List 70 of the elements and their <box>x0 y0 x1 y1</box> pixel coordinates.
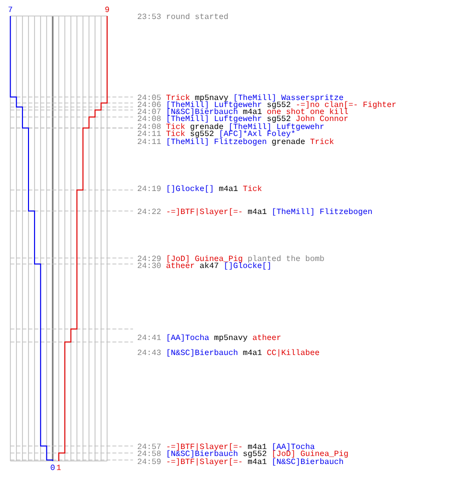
timestamp: 24:06 <box>138 102 161 108</box>
weapon-name: m4a1 <box>248 458 266 464</box>
player-name: Tick <box>166 130 185 136</box>
player-name: Tick <box>243 185 262 192</box>
weapon-name: ak47 <box>200 262 218 268</box>
weapon-name: sg552 <box>267 102 290 109</box>
timestamp: 24:41 <box>138 334 161 340</box>
player-name: -=]BTF|Slayer[=- <box>167 208 242 216</box>
timestamp: 24:29 <box>138 256 161 262</box>
player-name: [TheMill] Wasserspritze <box>234 94 344 102</box>
player-name: [N&SC]Bierbauch <box>168 108 238 116</box>
event-text: round started <box>166 13 228 20</box>
count-label: 0 <box>50 464 55 470</box>
count-label: 1 <box>56 464 61 470</box>
player-name: CC|Killabee <box>267 349 320 357</box>
weapon-name: m4a1 <box>248 208 266 214</box>
player-name: [TheMill] Flitzebogen <box>168 138 266 146</box>
timestamp: 24:43 <box>138 350 161 356</box>
player-name: atheer <box>252 334 280 340</box>
player-name: [AA]Tocha <box>273 443 315 451</box>
player-name: [AFC]*Axl <box>220 130 262 138</box>
player-name: -=]BTF|Slayer[=- <box>167 458 242 466</box>
player-name: [TheMill] Luftgewehr <box>168 115 262 123</box>
timestamp: 24:19 <box>138 186 161 192</box>
player-name: Trick <box>166 94 190 100</box>
event-text: planted the bomb <box>248 255 324 263</box>
timestamp: 24:05 <box>138 94 161 100</box>
weapon-name: m4a1 <box>219 186 238 192</box>
player-name: [TheMill] Luftgewehr <box>230 123 324 131</box>
player-name: []Glocke[] <box>168 185 212 193</box>
player-name: -=]BTF|Slayer[=- <box>167 443 242 451</box>
count-label: 9 <box>105 6 109 12</box>
player-name: [JoD] Guinea_Pig <box>168 255 242 263</box>
weapon-name: grenade <box>190 123 224 131</box>
timestamp: 24:57 <box>138 444 161 450</box>
timestamp: 24:11 <box>138 130 161 136</box>
player-name: one shot one kill <box>267 108 348 114</box>
weapon-name: m4a1 <box>243 350 262 356</box>
weapon-name: m4a1 <box>248 444 266 450</box>
player-name: atheer <box>166 262 194 268</box>
weapon-name: sg552 <box>190 130 214 138</box>
player-name: [N&SC]Bierbauch <box>168 349 238 357</box>
weapon-name: sg552 <box>243 450 266 458</box>
weapon-name: sg552 <box>267 116 290 123</box>
weapon-name: mp5navy <box>195 94 228 102</box>
count-label: 7 <box>8 6 12 12</box>
player-name: []Glocke[] <box>225 262 270 270</box>
weapon-name: mp5navy <box>214 334 248 342</box>
player-name: [AA]Tocha <box>168 334 209 342</box>
player-name: Foley* <box>268 130 295 138</box>
weapon-name: grenade <box>272 138 305 146</box>
timestamp: 24:08 <box>138 124 161 130</box>
timestamp: 24:07 <box>138 108 161 114</box>
player-name: [JoD] Guinea_Pig <box>273 450 348 458</box>
player-name: -=]no clan[=- Fighter <box>296 101 396 109</box>
player-name: [TheMill] Flitzebogen <box>273 208 372 216</box>
timestamp: 23:53 <box>138 14 161 20</box>
player-name: [N&SC]Bierbauch <box>168 450 238 458</box>
player-name: [TheMill] Luftgewehr <box>168 101 262 109</box>
timestamp: 24:30 <box>138 262 161 268</box>
timestamp: 24:59 <box>138 458 161 464</box>
timestamp: 24:11 <box>138 138 161 144</box>
weapon-name: m4a1 <box>243 108 262 114</box>
player-name: Tick <box>166 123 185 130</box>
timestamp: 24:58 <box>138 450 161 456</box>
timestamp: 24:22 <box>138 208 161 214</box>
player-name: Trick <box>310 138 334 144</box>
timestamp: 24:08 <box>138 116 161 122</box>
player-name: [N&SC]Bierbauch <box>273 458 343 466</box>
player-name: John Connor <box>296 115 348 122</box>
